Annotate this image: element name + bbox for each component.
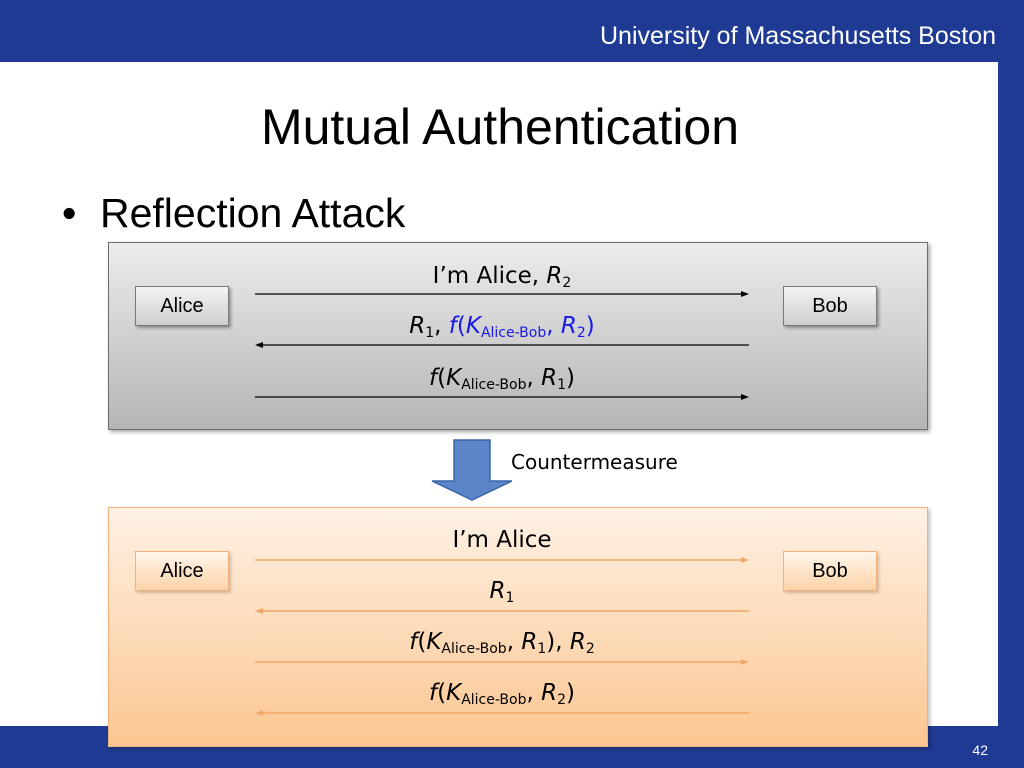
msg-text: I’m Alice, bbox=[432, 263, 547, 289]
msg-text: I’m Alice bbox=[452, 527, 552, 553]
message-label: I’m Alice, R2 bbox=[432, 263, 572, 291]
bullet-icon: • bbox=[62, 190, 77, 236]
message-label: I’m Alice bbox=[255, 527, 749, 553]
countermeasure-panel: Alice Bob I’m Alice R1 f(KAlice-Bob, R1)… bbox=[108, 507, 928, 747]
message-label: R1 bbox=[489, 578, 515, 606]
arrow-right-icon bbox=[255, 394, 749, 400]
institution-name: University of Massachusetts Boston bbox=[600, 22, 996, 50]
countermeasure-label: Countermeasure bbox=[511, 450, 678, 474]
bob-box: Bob bbox=[783, 286, 877, 326]
bob-box: Bob bbox=[783, 551, 877, 591]
bullet-text: Reflection Attack bbox=[100, 190, 406, 236]
bullet-item: • Reflection Attack bbox=[62, 190, 405, 237]
alice-box: Alice bbox=[135, 286, 229, 326]
message-label: f(KAlice-Bob, R1) bbox=[429, 365, 575, 393]
arrow-right-icon bbox=[255, 291, 749, 297]
slide-title: Mutual Authentication bbox=[260, 99, 740, 155]
message-label: f(KAlice-Bob, R2) bbox=[429, 680, 575, 708]
alice-box: Alice bbox=[135, 551, 229, 591]
arrow-right-icon bbox=[255, 659, 749, 665]
message-label: R1, f(KAlice-Bob, R2) bbox=[409, 313, 595, 341]
arrow-left-icon bbox=[255, 608, 749, 614]
right-frame-bar bbox=[998, 62, 1024, 768]
down-arrow-icon bbox=[431, 439, 513, 501]
page-number: 42 bbox=[972, 742, 988, 758]
message-label: f(KAlice-Bob, R1), R2 bbox=[409, 629, 595, 657]
reflection-attack-panel: Alice Bob I’m Alice, R2 R1, f(KAlice-Bob… bbox=[108, 242, 928, 430]
arrow-left-icon bbox=[255, 710, 749, 716]
header-bar: University of Massachusetts Boston bbox=[0, 0, 1024, 62]
arrow-left-icon bbox=[255, 342, 749, 348]
arrow-right-icon bbox=[255, 557, 749, 563]
